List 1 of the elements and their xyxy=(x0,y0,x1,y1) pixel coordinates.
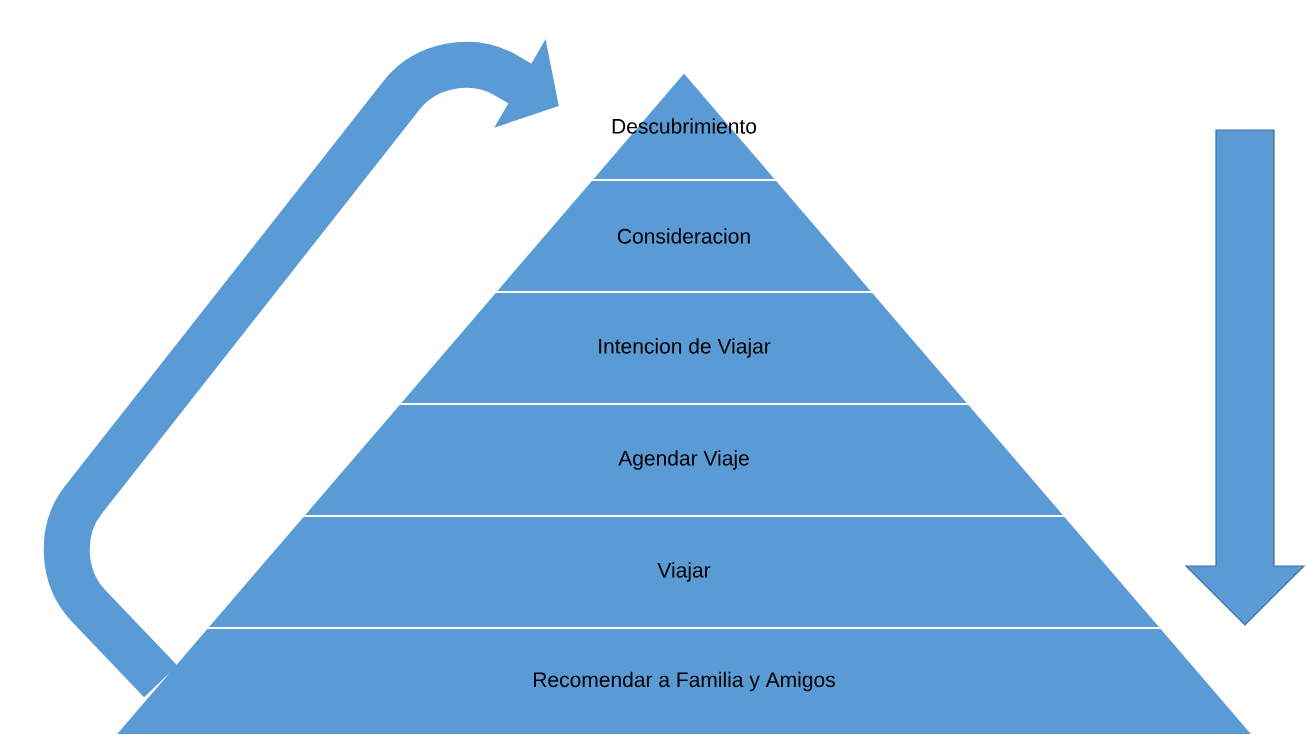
node-label: Recomendar a Familia y Amigos xyxy=(534,671,835,692)
